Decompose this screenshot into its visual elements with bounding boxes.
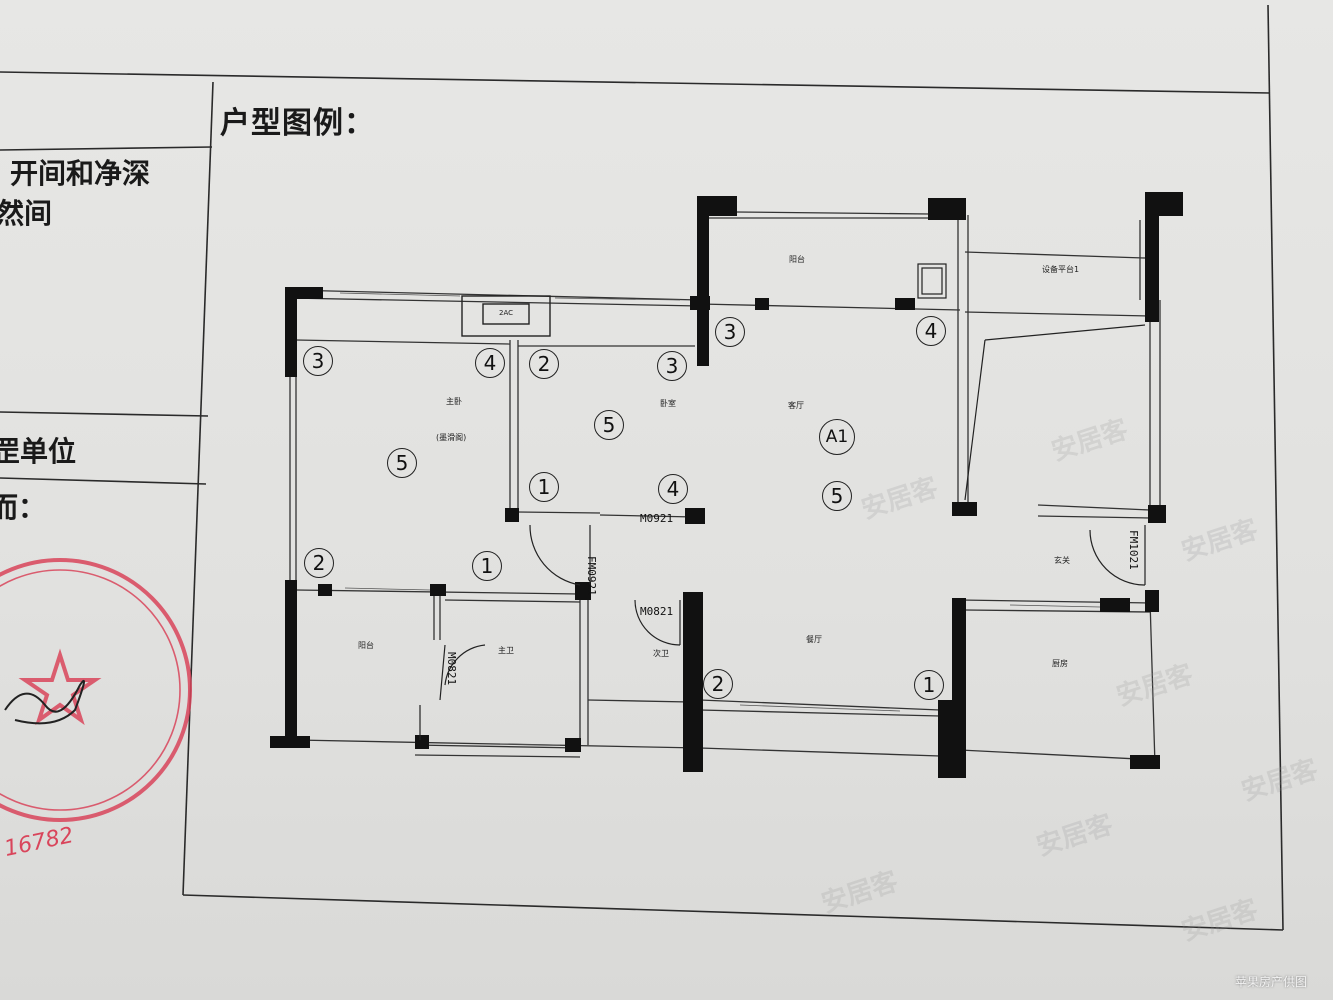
axis-marker: 3 [715,317,745,347]
room-balcony-left: 阳台 [358,641,374,650]
equipment-box [917,263,947,299]
side-text-designer: 而： [0,491,47,524]
room-entrance: 玄关 [1054,556,1070,565]
axis-marker: 5 [594,410,624,440]
window-lines [339,292,1101,746]
door-fm1021: FM1021 [1127,530,1140,570]
room-living: 客厅 [788,401,804,410]
room-dining: 餐厅 [806,635,822,644]
ac-label: 2AC [499,309,514,317]
door-swings [419,324,1146,740]
side-text-span: 开间和净深 [10,157,151,190]
axis-marker: 2 [703,669,733,699]
room-equipment: 设备平台1 [1042,265,1080,274]
room-second-bath: 次卫 [653,649,669,658]
ac-unit [461,295,551,337]
axis-marker: 1 [472,551,502,581]
axis-marker: 4 [475,348,505,378]
door-fm0921: FM0921 [585,556,598,596]
axis-marker: 3 [303,346,333,376]
room-bedroom: 卧室 [660,399,676,408]
room-master-bath: 主卫 [498,646,514,655]
axis-marker: 5 [387,448,417,478]
axis-marker: 1 [914,670,944,700]
room-balcony-top: 阳台 [789,255,805,264]
door-m0821-a: M0821 [640,605,674,618]
door-m0921: M0921 [640,512,674,525]
axis-marker: 2 [304,548,334,578]
plan-heading: 户型图例： [220,106,375,141]
axis-marker: 3 [657,351,687,381]
company-seal [0,558,192,822]
axis-marker: 4 [658,474,688,504]
side-text-unit: 罡单位 [0,435,77,468]
axis-marker: 2 [529,349,559,379]
axis-marker: 1 [529,472,559,502]
door-m0821-b: M0821 [445,652,458,686]
room-master-bedroom: 主卧 [446,397,462,406]
axis-marker: 5 [822,481,852,511]
room-master-note: (墨滑阁) [436,433,467,442]
side-text-room: 然间 [0,197,53,230]
axis-marker: 4 [916,316,946,346]
unit-type-marker: A1 [819,419,855,455]
room-kitchen: 厨房 [1052,659,1068,668]
thick-walls [270,192,1183,778]
frame-lines [0,4,1284,931]
footer-credit: 苹果房产供图 [1234,975,1307,989]
